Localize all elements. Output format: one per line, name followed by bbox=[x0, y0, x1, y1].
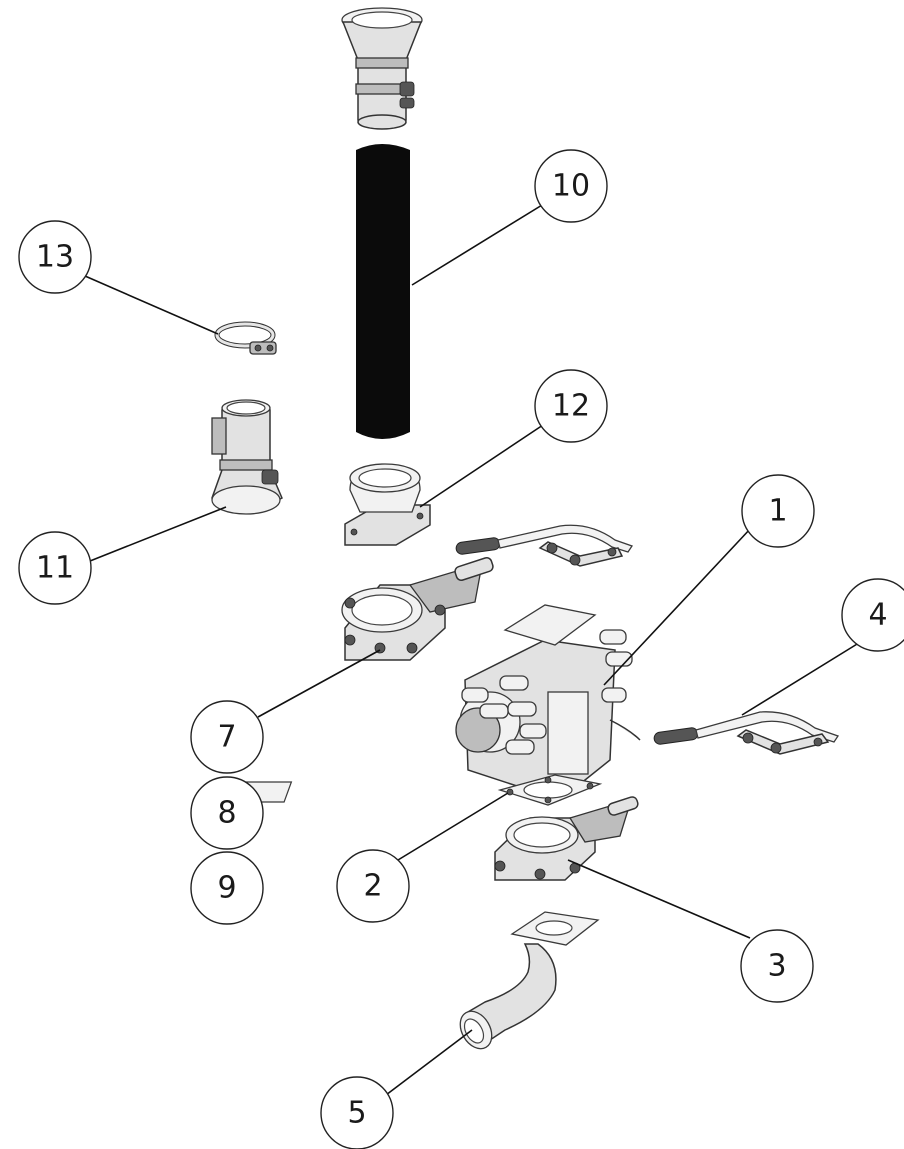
top-hose-coupling bbox=[341, 7, 423, 130]
leader-4 bbox=[741, 640, 863, 716]
upper-knife-gate-valve bbox=[341, 557, 494, 661]
callout-label-4: 4 bbox=[868, 598, 887, 633]
callout-7: 7 bbox=[190, 700, 264, 774]
lower-knife-gate-valve bbox=[494, 796, 639, 881]
callout-label-3: 3 bbox=[767, 949, 786, 984]
leader-7 bbox=[257, 649, 381, 718]
hose-clamp bbox=[214, 321, 277, 355]
right-lever-handle bbox=[653, 711, 840, 755]
flange-adapter bbox=[344, 463, 431, 546]
callout-1: 1 bbox=[741, 474, 815, 548]
leader-2 bbox=[397, 792, 509, 861]
callout-label-11: 11 bbox=[36, 551, 74, 586]
leader-10 bbox=[411, 201, 548, 286]
callout-4: 4 bbox=[841, 578, 904, 652]
leader-1 bbox=[603, 527, 752, 686]
leader-12 bbox=[419, 424, 544, 508]
callout-3: 3 bbox=[740, 929, 814, 1003]
manifold-body bbox=[227, 604, 641, 803]
callout-label-9: 9 bbox=[217, 871, 236, 906]
callout-5: 5 bbox=[320, 1076, 394, 1149]
gasket bbox=[497, 774, 603, 806]
callout-label-13: 13 bbox=[36, 240, 74, 275]
leader-13 bbox=[84, 275, 219, 335]
callout-label-7: 7 bbox=[217, 720, 236, 755]
leader-3 bbox=[567, 859, 751, 939]
elbow-outlet bbox=[459, 911, 600, 1050]
callout-label-5: 5 bbox=[347, 1096, 366, 1131]
callout-13: 13 bbox=[18, 220, 92, 294]
leader-11 bbox=[84, 506, 227, 564]
upper-lever-handle bbox=[455, 524, 634, 567]
camlock-coupling bbox=[211, 399, 283, 515]
leader-lines bbox=[84, 201, 863, 1099]
callout-12: 12 bbox=[534, 369, 608, 443]
callout-label-1: 1 bbox=[768, 494, 787, 529]
callout-9: 9 bbox=[190, 851, 264, 925]
callout-label-10: 10 bbox=[552, 169, 590, 204]
hose bbox=[356, 144, 410, 439]
callout-10: 10 bbox=[534, 149, 608, 223]
callout-label-12: 12 bbox=[552, 389, 590, 424]
callout-2: 2 bbox=[336, 849, 410, 923]
leader-5 bbox=[381, 1029, 473, 1099]
callout-11: 11 bbox=[18, 531, 92, 605]
callout-label-8: 8 bbox=[217, 796, 236, 831]
callout-label-2: 2 bbox=[363, 869, 382, 904]
callout-8: 8 bbox=[190, 776, 264, 850]
